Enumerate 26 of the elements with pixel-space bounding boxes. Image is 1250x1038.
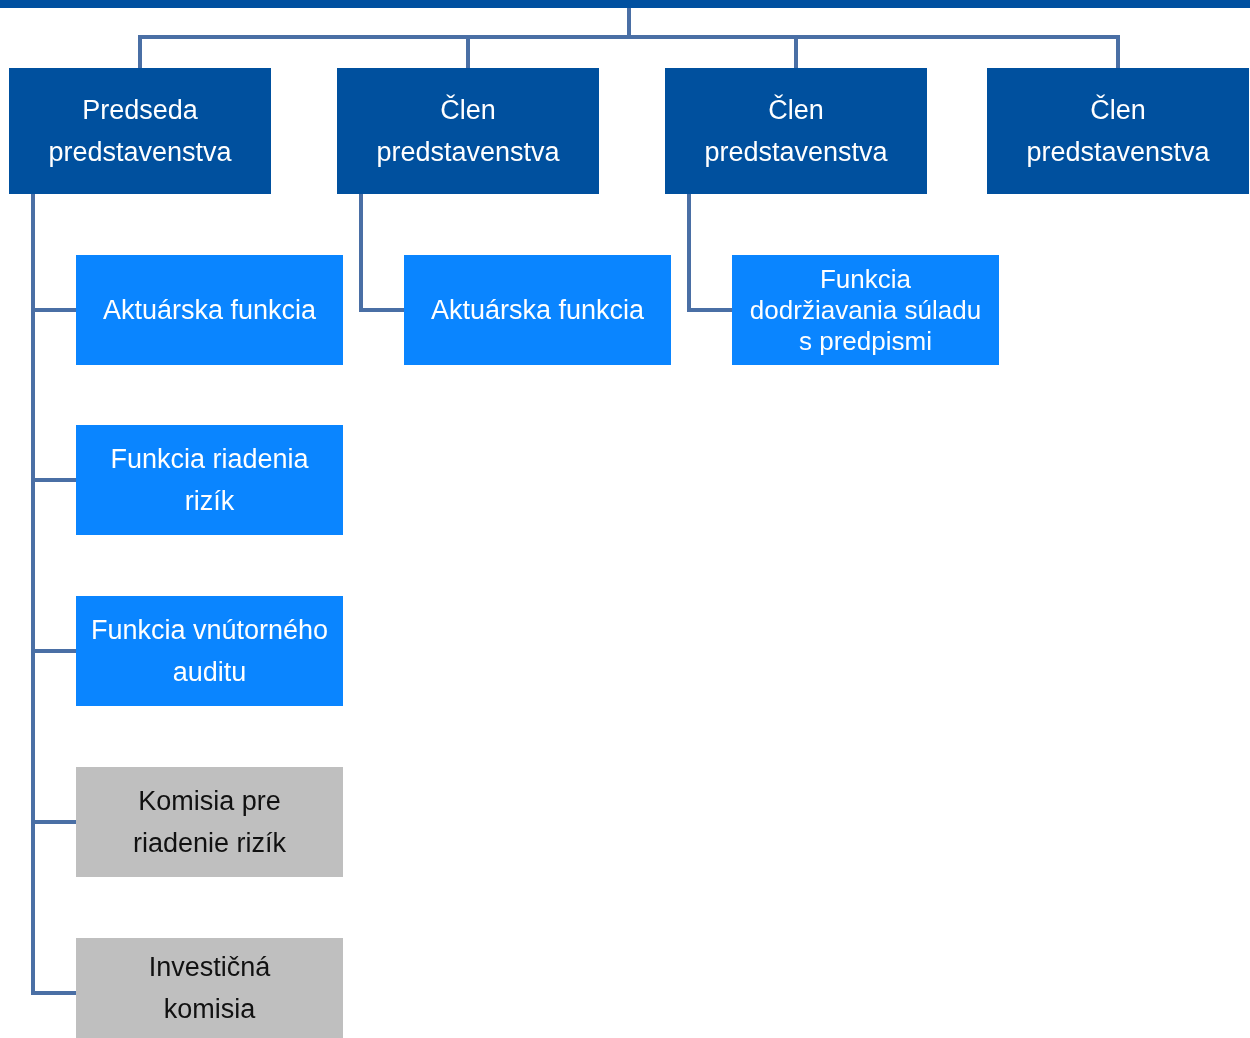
org-box [76,767,343,877]
box-label: Aktuárska funkcia [102,294,317,327]
box-label: Člen predstavenstva [375,93,561,169]
org-box [76,425,343,535]
box-label: Aktuárska funkcia [430,294,645,327]
org-box [9,68,271,194]
box-label: Člen predstavenstva [703,93,889,169]
box-label: Komisia pre riadenie rizík [131,785,288,860]
org-box [665,68,927,194]
org-box [404,255,671,365]
org-box [76,596,343,706]
box-label: Člen predstavenstva [1025,93,1211,169]
connector-line [627,8,1120,68]
org-box [76,938,343,1038]
org-box [76,255,343,365]
box-label: Funkcia riadenia rizík [109,443,310,518]
box-label: Investičná komisia [147,951,272,1026]
org-box [732,255,999,365]
connector-line [359,194,404,312]
org-box [987,68,1249,194]
org-box [337,68,599,194]
connector-line [687,194,732,312]
box-label: Funkcia vnútorného auditu [89,614,330,689]
box-label: Funkcia dodržiavania súladu s predpismi [748,263,983,357]
header-bar [0,0,1250,8]
box-label: Predseda predstavenstva [47,94,233,169]
